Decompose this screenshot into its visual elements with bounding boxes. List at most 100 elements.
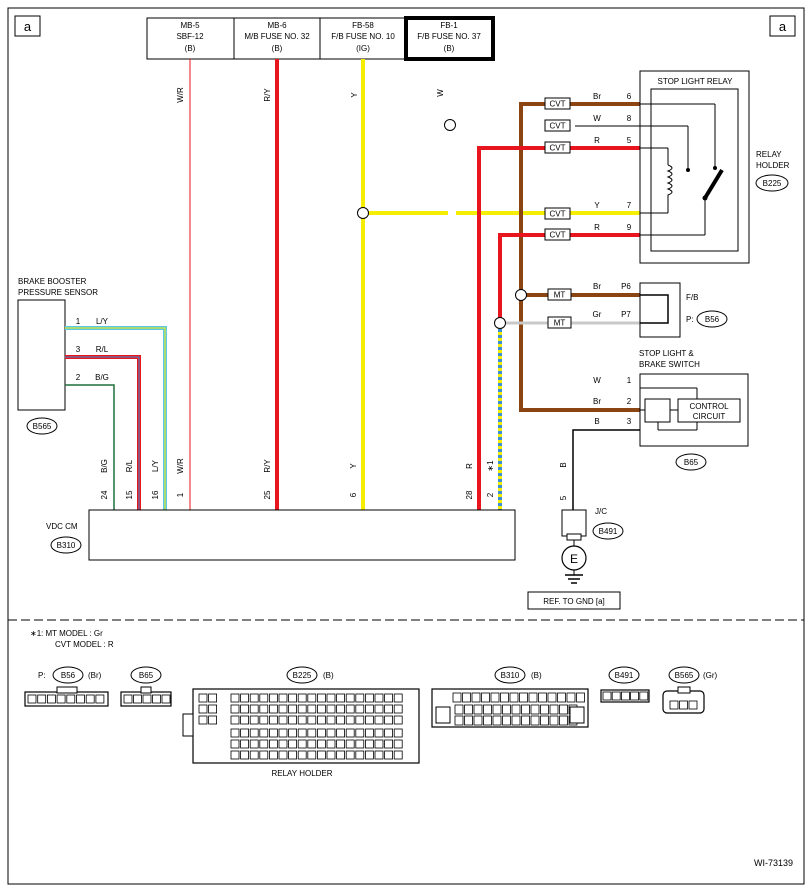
- b225-cavity: [336, 693, 346, 703]
- b56-cavity: [85, 694, 95, 704]
- b225-cavity: [384, 728, 394, 738]
- relay-wire-5: R: [594, 136, 600, 145]
- b225-cavity: [297, 750, 307, 760]
- b225-cavity: [316, 704, 326, 714]
- fb-prefix: P:: [686, 315, 694, 324]
- b225-cavity: [374, 715, 384, 725]
- switch-pin-3: 3: [627, 417, 632, 426]
- cv-b565-text: B565: [675, 671, 694, 680]
- b56-cavity: [27, 694, 37, 704]
- b225-cavity: [198, 693, 208, 703]
- tag-mt-1-text: MT: [554, 291, 566, 300]
- b225-cavity: [393, 715, 403, 725]
- note-star: ∗1: [30, 629, 42, 638]
- fb-box: [639, 282, 681, 338]
- wire-ly-tracer: [65, 327, 166, 510]
- relay-switch-contact: [713, 166, 717, 170]
- b310-cavity: [521, 715, 530, 726]
- connector-face-b310: [431, 688, 589, 728]
- wire-rl-tracer: [65, 356, 140, 510]
- switch-contact-block: [644, 398, 671, 423]
- b310-cavity: [576, 692, 585, 703]
- b225-cavity: [345, 739, 355, 749]
- b225-cavity: [316, 728, 326, 738]
- b310-cavity: [521, 704, 530, 715]
- b225-cavity: [249, 704, 259, 714]
- sensor-wire-rl: R/L: [96, 345, 109, 354]
- fb-pin-p6: P6: [621, 282, 631, 291]
- tag-cvt-2-text: CVT: [550, 122, 566, 131]
- b565-cavity: [688, 700, 698, 710]
- b225-cavity: [374, 693, 384, 703]
- b225-cavity: [208, 693, 218, 703]
- page-marker-right-text: a: [779, 19, 787, 34]
- b225-cavity: [249, 728, 259, 738]
- b225-cavity: [384, 704, 394, 714]
- b225-cavity: [268, 715, 278, 725]
- switch-wire-1: W: [593, 376, 601, 385]
- sensor-connector-text: B565: [33, 422, 52, 431]
- b225-cavity: [326, 739, 336, 749]
- b310-cavity: [473, 704, 483, 715]
- tag-mt-1: [547, 288, 572, 301]
- fuse-fb58-line1: FB-58: [352, 21, 374, 30]
- b225-cavity: [240, 728, 250, 738]
- b225-cavity: [307, 715, 317, 725]
- control-circuit-text-2: CIRCUIT: [693, 412, 726, 421]
- b225-cavity: [249, 693, 259, 703]
- b310-cavity: [492, 704, 502, 715]
- relay-pin-9: 9: [627, 223, 632, 232]
- tag-cvt-1: [544, 97, 571, 110]
- relay-wire-9: R: [594, 223, 600, 232]
- b310-cavity: [492, 715, 502, 726]
- control-circuit-text-1: CONTROL: [689, 402, 729, 411]
- vdc-wire-r: R: [465, 463, 474, 469]
- b310-cavity: [500, 692, 509, 703]
- b225-cavity: [326, 704, 336, 714]
- wire-label-w-top: W: [436, 89, 445, 97]
- fuse-fb58-line2: F/B FUSE NO. 10: [331, 32, 395, 41]
- b225-cavity: [336, 739, 346, 749]
- tag-mt-2: [547, 316, 572, 329]
- page-marker-right: [769, 15, 796, 37]
- fuse-box-mb6: [233, 17, 321, 60]
- fuse-box-fb58: [319, 17, 407, 60]
- page-marker-left-text: a: [24, 19, 32, 34]
- b310-cavity: [464, 704, 473, 715]
- relay-wire-6: Br: [593, 92, 601, 101]
- b225-cavity: [393, 750, 403, 760]
- connector-face-b225: [182, 688, 420, 764]
- b225-cavity: [384, 750, 394, 760]
- switch-wire-3: B: [594, 417, 599, 426]
- open-terminal: [444, 119, 456, 131]
- relay-wire-7: Y: [594, 201, 600, 210]
- vdc-pin-2: 2: [486, 492, 495, 497]
- b225-cavity: [278, 715, 288, 725]
- b565-cavity: [669, 700, 679, 710]
- b310-end-cavity-left: [435, 706, 451, 724]
- b225-cavity: [230, 728, 240, 738]
- wire-bg: [65, 384, 115, 510]
- connector-face-b65: [120, 686, 172, 707]
- note-line-1: : MT MODEL : Gr: [41, 629, 103, 638]
- b65-cavity: [161, 694, 171, 704]
- ground-letter: E: [570, 552, 578, 566]
- b225-cavity: [336, 728, 346, 738]
- cv-b65-text: B65: [139, 671, 154, 680]
- b310-cavity: [559, 715, 568, 726]
- b310-cavity: [502, 715, 511, 726]
- b310-cavity: [462, 692, 471, 703]
- b65-cavity: [142, 694, 152, 704]
- sensor-box: [17, 299, 66, 411]
- wire-label-wr-top: W/R: [176, 87, 185, 103]
- b225-cavity: [240, 739, 250, 749]
- page-marker-left: [14, 15, 41, 37]
- b225-cavity: [249, 750, 259, 760]
- b310-cavity: [528, 692, 538, 703]
- b225-cavity: [297, 728, 307, 738]
- fuse-mb6-line2: M/B FUSE NO. 32: [244, 32, 310, 41]
- fb-pin-p7: P7: [621, 310, 631, 319]
- b225-cavity: [374, 739, 384, 749]
- b225-cavity: [364, 750, 374, 760]
- connector-face-b565: [662, 686, 705, 714]
